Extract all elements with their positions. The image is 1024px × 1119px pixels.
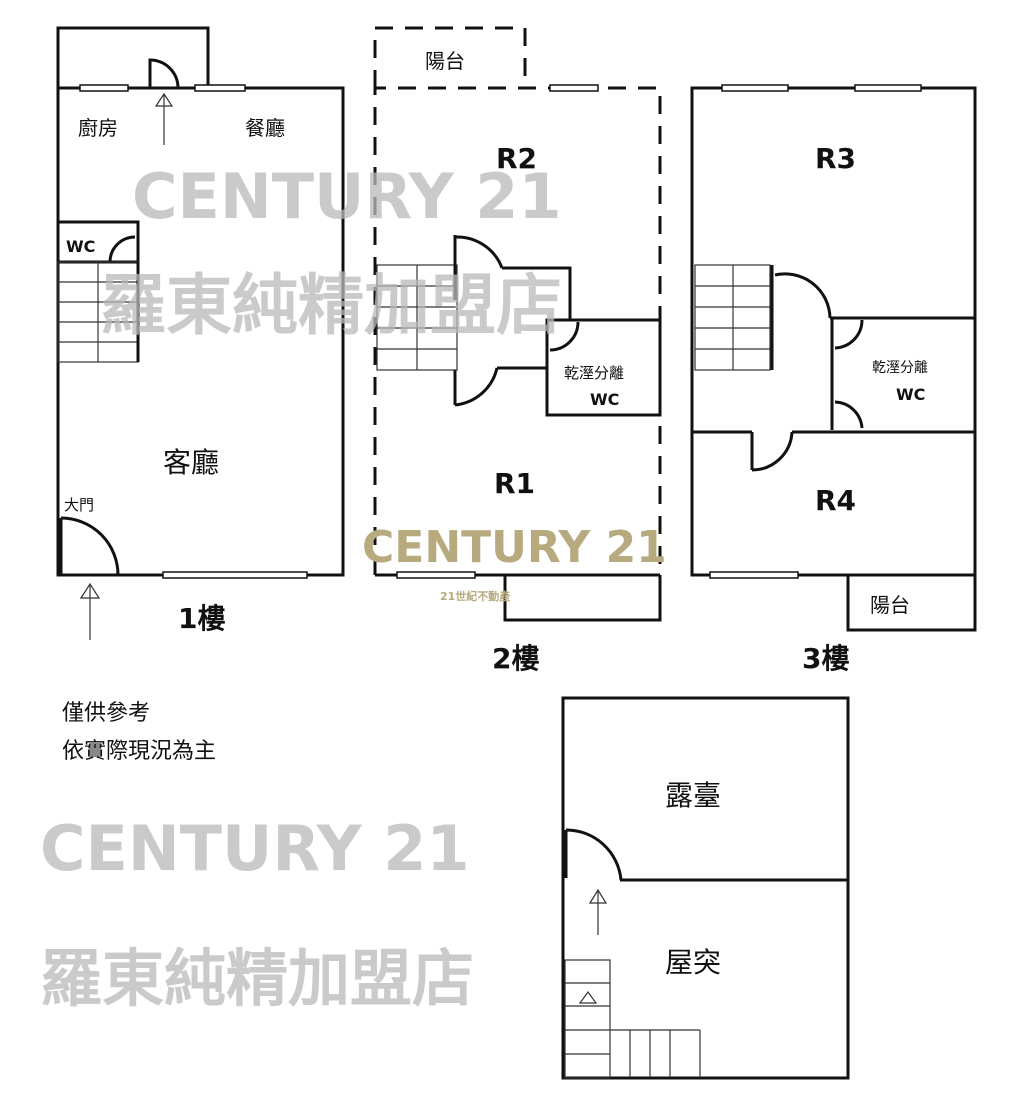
note-reference-only: 僅供參考 — [62, 701, 150, 726]
watermark-brand-gold: CENTURY 21 — [362, 522, 667, 573]
floor-3-plan — [690, 84, 977, 632]
label-r3: R3 — [815, 142, 856, 175]
label-r4: R4 — [815, 484, 856, 517]
label-main-door: 大門 — [64, 496, 94, 514]
label-bath-note-3f: 乾溼分離 — [872, 359, 928, 376]
watermark-store-top: 羅東純精加盟店 — [100, 267, 562, 344]
floor-2-plan — [373, 26, 662, 622]
watermark-brand-top: CENTURY 21 — [132, 160, 562, 233]
label-wc-3f: WC — [896, 385, 925, 404]
note-actual-condition: 依實際現況為主 — [62, 739, 216, 764]
label-kitchen: 廚房 — [78, 116, 118, 140]
floor-1-label: 1樓 — [178, 602, 225, 635]
watermark-store-bottom: 羅東純精加盟店 — [40, 942, 474, 1015]
label-balcony-2f: 陽台 — [425, 49, 465, 73]
label-balcony-3f: 陽台 — [870, 593, 910, 617]
label-bath-note-2f: 乾溼分離 — [564, 364, 624, 382]
label-wc-1f: WC — [66, 237, 95, 256]
watermark-sub-gold: 21世紀不動產 — [440, 589, 510, 603]
floor-2-label: 2樓 — [492, 642, 539, 675]
label-dining: 餐廳 — [245, 116, 285, 140]
label-r2: R2 — [496, 142, 537, 175]
stairs-1f — [58, 262, 138, 362]
roof-plan — [561, 696, 850, 1080]
floor-3-label: 3樓 — [802, 642, 849, 675]
floor-1-plan — [56, 26, 345, 640]
label-living: 客廳 — [163, 446, 219, 479]
label-wc-2f: WC — [590, 390, 619, 409]
label-r1: R1 — [494, 467, 535, 500]
watermark-brand-bottom: CENTURY 21 — [40, 812, 470, 885]
label-terrace: 露臺 — [665, 779, 721, 812]
label-penthouse: 屋突 — [665, 946, 721, 979]
